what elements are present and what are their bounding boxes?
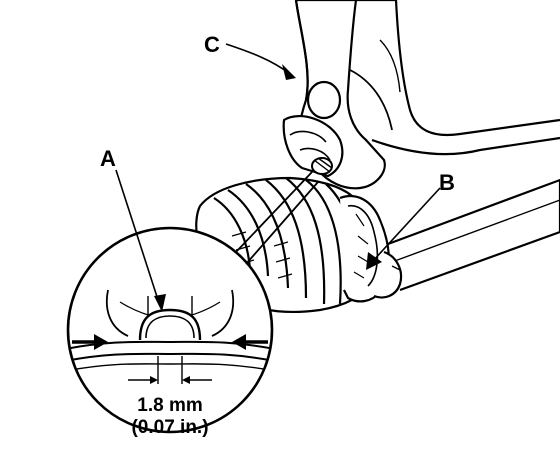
knuckle-body [349,0,560,156]
dimension-metric: 1.8 mm [137,395,203,416]
callout-label-a: A [100,146,116,171]
boot-clamp-band [339,194,403,303]
detail-connector-lines [235,171,319,265]
callout-label-b: B [439,170,455,195]
detail-circle [66,226,274,434]
callout-label-c: C [204,32,220,57]
drive-shaft [387,178,560,292]
dimension-imperial: (0.07 in.) [131,417,209,438]
clamp-ear [311,157,333,175]
suspension-arm [282,0,386,190]
callout-leaders [115,43,441,312]
